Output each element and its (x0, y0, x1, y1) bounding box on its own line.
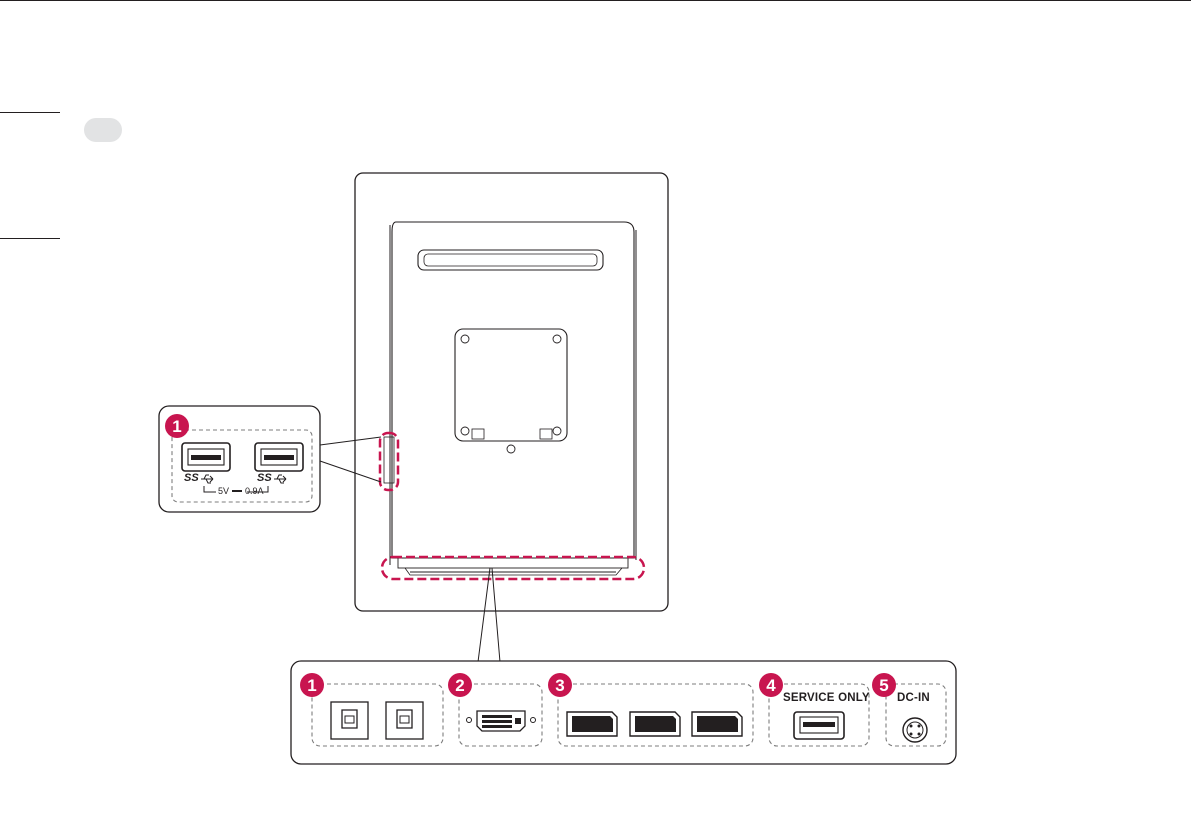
current-label: 0.9A (245, 486, 264, 496)
service-only-label: SERVICE ONLY (783, 692, 870, 704)
service-usb-port (794, 712, 844, 739)
dc-in-port (903, 718, 927, 742)
displayport-1 (567, 712, 617, 736)
usb-b-port-2 (386, 702, 423, 739)
displayport-2 (630, 712, 680, 736)
callout-badge-5: 5 (872, 673, 896, 697)
displayport-3 (692, 712, 742, 736)
usb-b-port-1 (331, 702, 368, 739)
superspeed-label-2: SS (257, 472, 272, 484)
vesa-mount-plate (455, 329, 567, 441)
callout-badge-side-1: 1 (165, 414, 189, 438)
handle-slot (418, 250, 603, 270)
callout-badge-3: 3 (548, 673, 572, 697)
voltage-label: 5V (218, 486, 229, 496)
callout-badge-2: 2 (448, 673, 472, 697)
dc-in-label: DC-IN (897, 692, 930, 704)
callout-badge-1: 1 (300, 673, 324, 697)
callout-badge-4: 4 (759, 673, 783, 697)
superspeed-label-1: SS (184, 472, 199, 484)
